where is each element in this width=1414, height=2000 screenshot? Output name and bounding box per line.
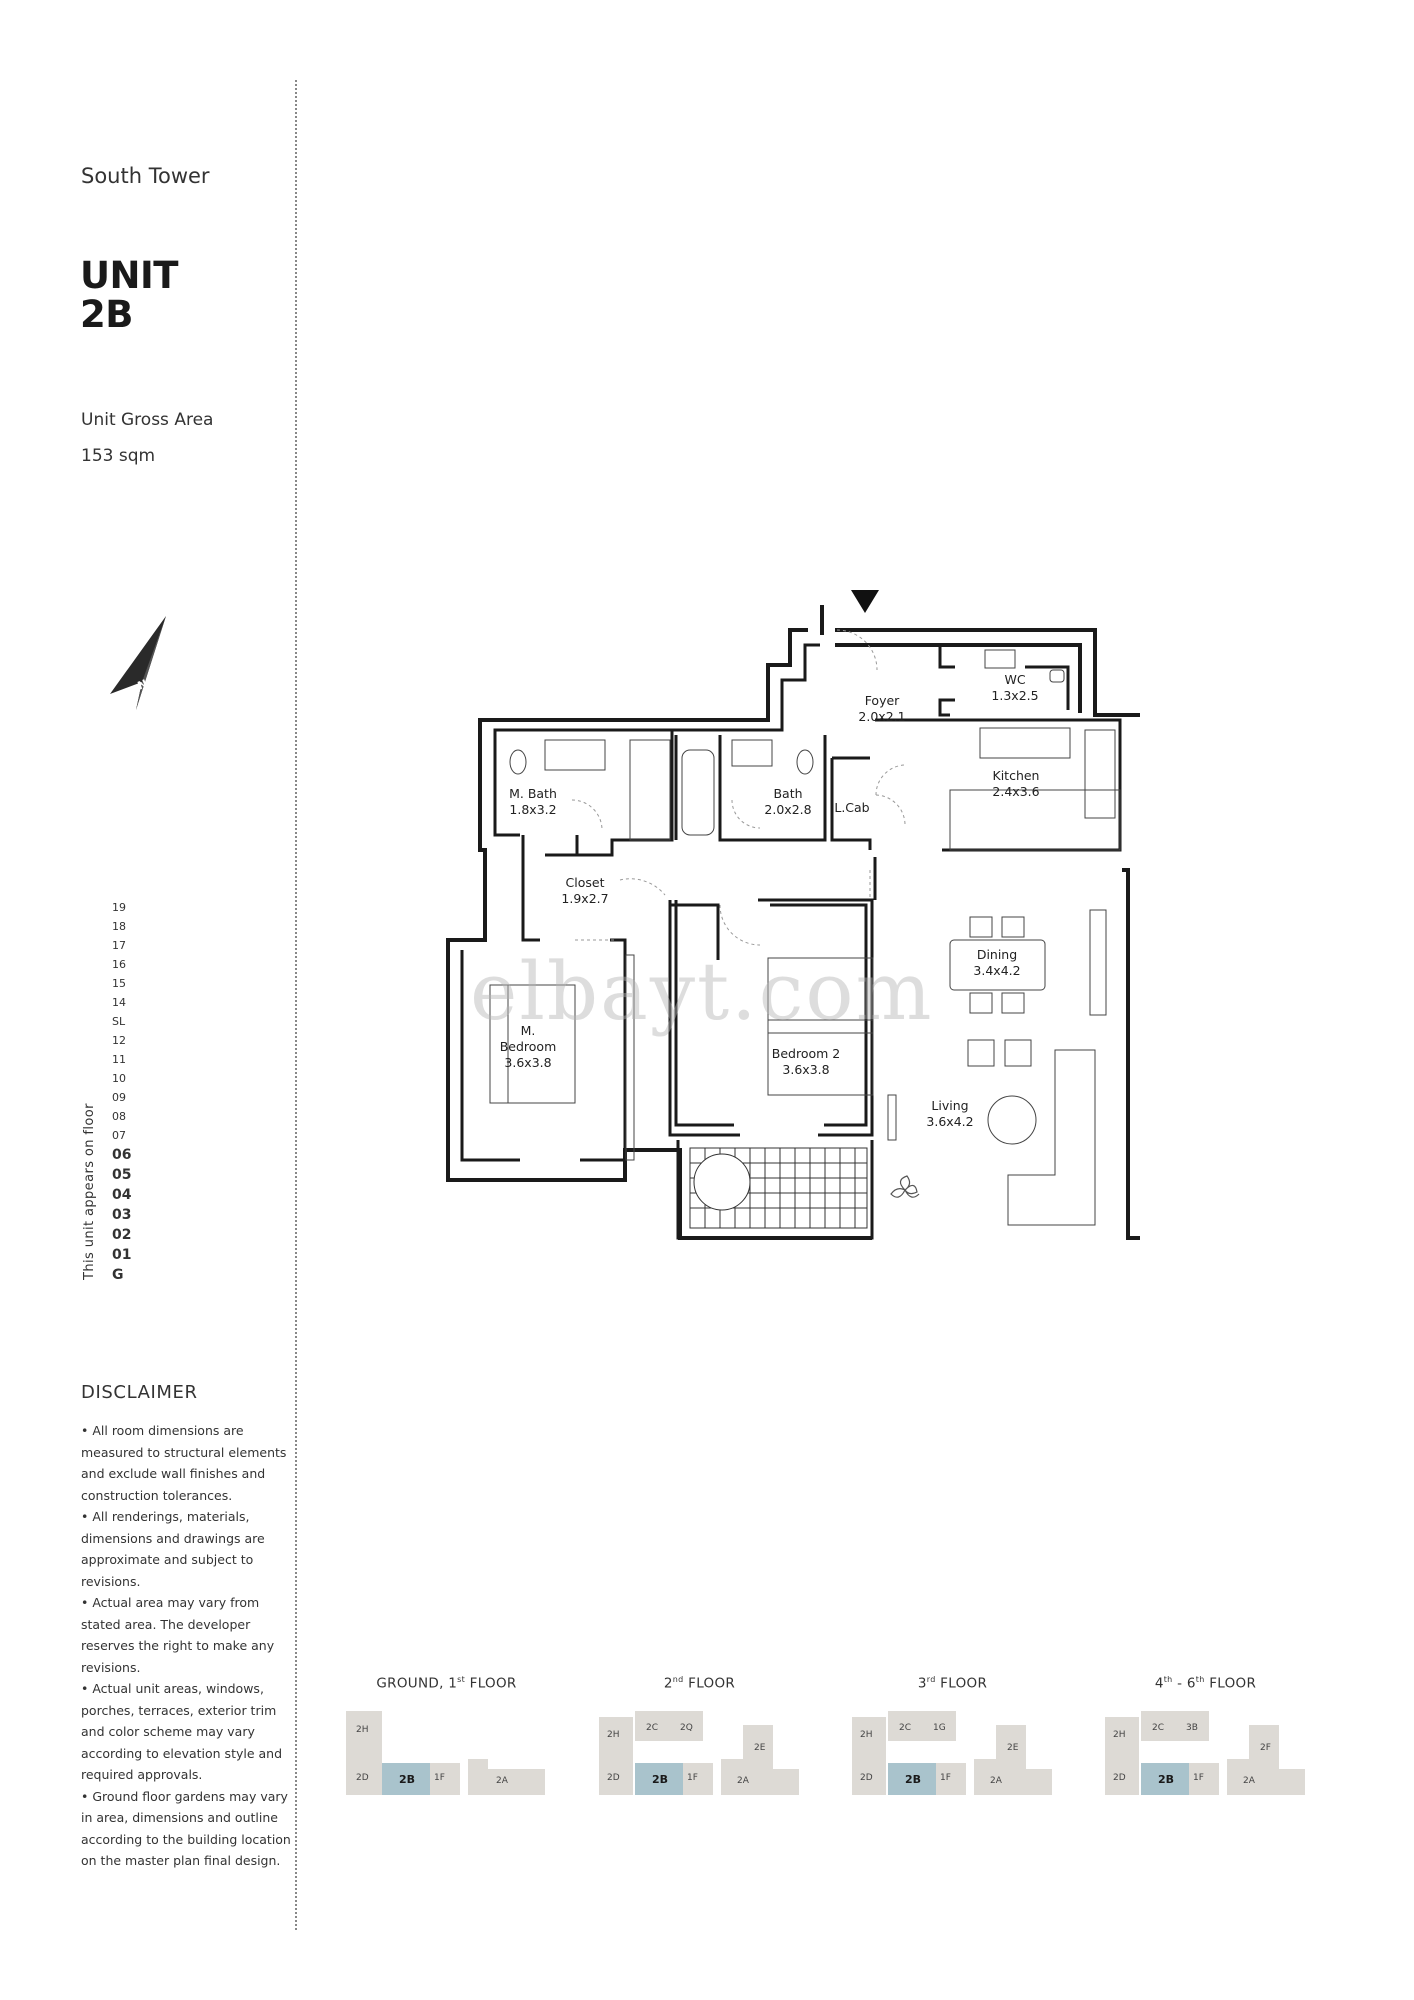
tower-name: South Tower (81, 164, 210, 188)
keyplan-diagram: 2H 2C 3B 2F 2D 2B 1F 2A (1105, 1711, 1305, 1795)
svg-text:1F: 1F (434, 1773, 445, 1783)
svg-text:2D: 2D (607, 1773, 620, 1783)
svg-text:2E: 2E (1007, 1743, 1019, 1753)
floor-number: 15 (112, 977, 126, 990)
floor-number: 09 (112, 1091, 126, 1104)
svg-text:2A: 2A (1243, 1776, 1256, 1786)
north-letter: N (136, 677, 149, 693)
svg-text:2D: 2D (1113, 1773, 1126, 1783)
north-arrow-icon: N (110, 616, 166, 710)
svg-text:1F: 1F (940, 1773, 951, 1783)
floor-number: 16 (112, 958, 126, 971)
svg-text:2B: 2B (905, 1773, 921, 1786)
floor-number: 03 (112, 1207, 132, 1223)
keyplan-diagram: 2H 2D 2B 1F 2A (346, 1711, 545, 1795)
svg-text:2A: 2A (990, 1776, 1003, 1786)
svg-text:2C: 2C (899, 1723, 911, 1733)
svg-text:2E: 2E (754, 1743, 766, 1753)
keyplan-title: 4th - 6th FLOOR (1154, 1675, 1257, 1692)
floor-number: 07 (112, 1129, 126, 1142)
svg-text:2A: 2A (737, 1776, 750, 1786)
svg-text:2D: 2D (356, 1773, 369, 1783)
floor-list-caption: This unit appears on floor (82, 1103, 97, 1280)
floor-number: 05 (112, 1167, 132, 1183)
disclaimer-item: • All room dimensions are measured to st… (81, 1423, 287, 1503)
floor-number: 08 (112, 1110, 126, 1123)
svg-text:2H: 2H (1113, 1730, 1126, 1740)
outer-wall (446, 628, 1140, 1240)
keyplan-3rd: 3rd FLOOR 2H 2C 1G 2E 2D 2B 1F 2A (850, 1675, 1055, 1795)
svg-text:2H: 2H (607, 1730, 620, 1740)
svg-text:2B: 2B (652, 1773, 668, 1786)
floor-number: G (112, 1267, 124, 1283)
floor-number: 06 (112, 1147, 132, 1163)
keyplan-ground-1st: GROUND, 1st FLOOR 2H 2D 2B 1F 2A (344, 1675, 549, 1795)
svg-text:1F: 1F (687, 1773, 698, 1783)
disclaimer-title: DISCLAIMER (81, 1382, 198, 1403)
svg-text:2Q: 2Q (680, 1723, 693, 1733)
floor-number: 01 (112, 1247, 132, 1263)
floor-number: 12 (112, 1034, 126, 1047)
keyplan-diagram: 2H 2C 2Q 2E 2D 2B 1F 2A (599, 1711, 799, 1795)
gross-area-label: Unit Gross Area (81, 410, 214, 430)
room-l-cab: L.Cab (834, 800, 869, 815)
keyplan-title: 3rd FLOOR (917, 1675, 988, 1692)
floor-number: 04 (112, 1187, 132, 1203)
floor-number: SL (112, 1015, 126, 1028)
disclaimer-item: • Actual unit areas, windows, porches, t… (81, 1681, 283, 1782)
svg-text:2C: 2C (1152, 1723, 1164, 1733)
keyplan-title: 2nd FLOOR (663, 1675, 736, 1692)
disclaimer-item: • Actual area may vary from stated area.… (81, 1595, 275, 1675)
floor-number: 11 (112, 1053, 126, 1066)
svg-text:2F: 2F (1260, 1743, 1271, 1753)
keyplan-title: GROUND, 1st FLOOR (376, 1675, 517, 1692)
svg-text:2B: 2B (1158, 1773, 1174, 1786)
svg-text:2D: 2D (860, 1773, 873, 1783)
svg-text:1F: 1F (1193, 1773, 1204, 1783)
svg-text:3B: 3B (1186, 1723, 1198, 1733)
plant-icon (890, 1175, 920, 1198)
svg-text:2C: 2C (646, 1723, 658, 1733)
svg-text:1G: 1G (933, 1723, 946, 1733)
unit-title-line2: 2B (80, 293, 133, 336)
unit-title: UNIT 2B (80, 254, 179, 336)
svg-text:2H: 2H (356, 1725, 369, 1735)
watermark: elbayt.com (470, 945, 934, 1038)
floor-number: 10 (112, 1072, 126, 1085)
keyplan-2nd: 2nd FLOOR 2H 2C 2Q 2E 2D 2B 1F 2A (597, 1675, 802, 1795)
entrance-marker-icon (851, 590, 879, 613)
floor-number: 17 (112, 939, 126, 952)
floor-number: 18 (112, 920, 126, 933)
floor-number: 02 (112, 1227, 132, 1243)
disclaimer-item: • Ground floor gardens may vary in area,… (81, 1788, 291, 1869)
floor-number: 14 (112, 996, 126, 1009)
svg-text:2B: 2B (399, 1773, 415, 1786)
sidebar-divider (295, 80, 297, 1930)
disclaimer-item: • All renderings, materials, dimensions … (81, 1509, 265, 1589)
svg-text:2A: 2A (496, 1776, 509, 1786)
keyplan-4th-6th: 4th - 6th FLOOR 2H 2C 3B 2F 2D 2B 1F 2A (1103, 1675, 1308, 1795)
svg-text:2H: 2H (860, 1730, 873, 1740)
keyplan-diagram: 2H 2C 1G 2E 2D 2B 1F 2A (852, 1711, 1052, 1795)
floor-number: 19 (112, 901, 126, 914)
unit-title-line1: UNIT (80, 254, 179, 297)
disclaimer-list: • All room dimensions are measured to st… (81, 1420, 291, 1872)
gross-area-value: 153 sqm (81, 446, 156, 466)
